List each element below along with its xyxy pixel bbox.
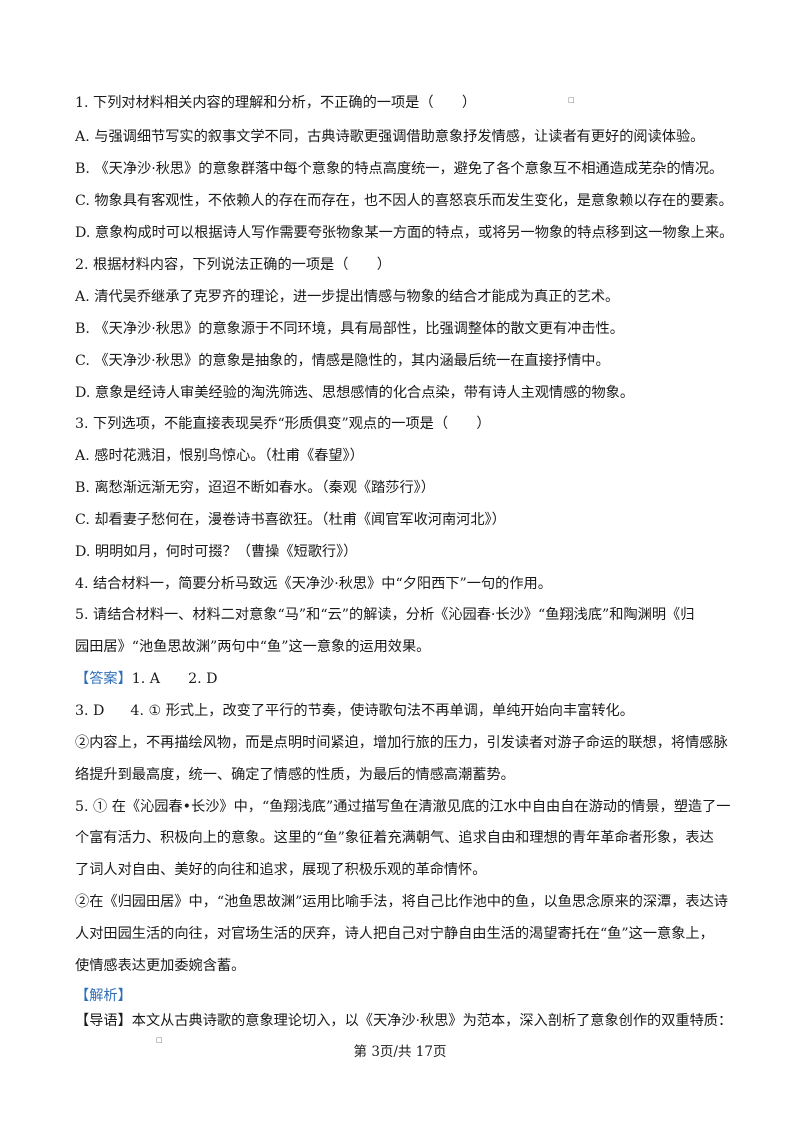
question-1-option-a: A. 与强调细节写实的叙事文学不同，古典诗歌更强调借助意象抒发情感，让读者有更好… bbox=[75, 129, 705, 145]
answer-4-part-1: 4. ① 形式上，改变了平行的节奏，使诗歌句法不再单调，单纯开始向丰富转化。 bbox=[130, 703, 634, 719]
question-3-stem: 3. 下列选项，不能直接表现吴乔“形质俱变”观点的一项是（ ） bbox=[75, 416, 491, 432]
question-3-option-d: D. 明明如月，何时可掇？（曹操《短歌行》） bbox=[75, 544, 358, 560]
answer-3-4-line: 3. D 4. ① 形式上，改变了平行的节奏，使诗歌句法不再单调，单纯开始向丰富转… bbox=[75, 701, 735, 721]
answer-5-line-1: 5. ① 在《沁园春•长沙》中，“鱼翔浅底”通过描写鱼在清澈见底的江水中自由自在… bbox=[75, 799, 731, 815]
question-2-option-b: B. 《天净沙·秋思》的意象源于不同环境，具有局部性，比强调整体的散文更有冲击性… bbox=[75, 321, 624, 337]
question-2-option-d: D. 意象是经诗人审美经验的淘洗筛选、思想感情的化合点染，带有诗人主观情感的物象… bbox=[75, 385, 635, 401]
question-2-stem: 2. 根据材料内容，下列说法正确的一项是（ ） bbox=[75, 257, 391, 273]
question-1-option-c: C. 物象具有客观性，不依赖人的存在而存在，也不因人的喜怒哀乐而发生变化，是意象… bbox=[75, 193, 733, 209]
answer-3: 3. D bbox=[75, 703, 105, 719]
answer-5-line-5: 人对田园生活的向往，对官场生活的厌弃，诗人把自己对宁静自由生活的渴望寄托在“鱼”… bbox=[75, 926, 714, 942]
answer-1: 1. A bbox=[131, 671, 161, 687]
corner-mark-bottom: □ bbox=[156, 1036, 163, 1044]
question-3-option-b: B. 离愁渐远渐无穷，迢迢不断如春水。（秦观《踏莎行》） bbox=[75, 480, 435, 496]
answer-4-part-3: 络提升到最高度，统一、确定了情感的性质，为最后的情感高潮蓄势。 bbox=[75, 767, 515, 783]
question-2-option-c: C. 《天净沙·秋思》的意象是抽象的，情感是隐性的，其内涵最后统一在直接抒情中。 bbox=[75, 353, 610, 369]
answer-header-line: 【答案】1. A 2. D bbox=[75, 669, 735, 689]
question-3-option-a: A. 感时花溅泪，恨别鸟惊心。（杜甫《春望》） bbox=[75, 448, 364, 464]
page-number-footer: 第 3页/共 17页 bbox=[353, 1044, 447, 1060]
question-1-stem: 1. 下列对材料相关内容的理解和分析，不正确的一项是（ ） bbox=[75, 95, 477, 111]
answer-2: 2. D bbox=[188, 671, 218, 687]
analysis-header: 【解析】 bbox=[75, 986, 735, 1006]
answer-5-line-6: 使情感表达更加委婉含蓄。 bbox=[75, 958, 246, 974]
guide-tag: 【导语】 bbox=[75, 1013, 132, 1029]
corner-mark-top: □ bbox=[568, 96, 575, 104]
question-5-stem-line-2: 园田居》“池鱼思故渊”两句中“鱼”这一意象的运用效果。 bbox=[75, 639, 431, 655]
guide-text: 本文从古典诗歌的意象理论切入，以《天净沙·秋思》为范本，深入剖析了意象创作的双重… bbox=[131, 1013, 733, 1029]
answer-5-line-3: 了词人对自由、美好的向往和追求，展现了积极乐观的革命情怀。 bbox=[75, 862, 487, 878]
analysis-tag: 【解析】 bbox=[75, 988, 132, 1004]
answer-4-part-2: ②内容上，不再描绘风物，而是点明时间紧迫，增加行旅的压力，引发读者对游子命运的联… bbox=[75, 735, 728, 751]
answer-tag: 【答案】 bbox=[75, 671, 132, 687]
answer-5-line-4: ②在《归园田居》中，“池鱼思故渊”运用比喻手法，将自己比作池中的鱼，以鱼思念原来… bbox=[75, 894, 728, 910]
question-1-option-d: D. 意象构成时可以根据诗人写作需要夸张物象某一方面的特点，或将另一物象的特点移… bbox=[75, 225, 734, 241]
question-5-stem-line-1: 5. 请结合材料一、材料二对意象“马”和“云”的解读，分析《沁园春·长沙》“鱼翔… bbox=[75, 607, 695, 623]
question-4-stem: 4. 结合材料一，简要分析马致远《天净沙·秋思》中“夕阳西下”一句的作用。 bbox=[75, 576, 552, 592]
answer-5-line-2: 个富有活力、积极向上的意象。这里的“鱼”象征着充满朝气、追求自由和理想的青年革命… bbox=[75, 830, 714, 846]
question-1-option-b: B. 《天净沙·秋思》的意象群落中每个意象的特点高度统一，避免了各个意象互不相通… bbox=[75, 161, 724, 177]
question-3-option-c: C. 却看妻子愁何在，漫卷诗书喜欲狂。（杜甫《闻官军收河南河北》） bbox=[75, 512, 506, 528]
question-2-option-a: A. 清代吴乔继承了克罗齐的理论，进一步提出情感与物象的结合才能成为真正的艺术。 bbox=[75, 289, 620, 305]
guide-line: 【导语】本文从古典诗歌的意象理论切入，以《天净沙·秋思》为范本，深入剖析了意象创… bbox=[75, 1011, 735, 1031]
